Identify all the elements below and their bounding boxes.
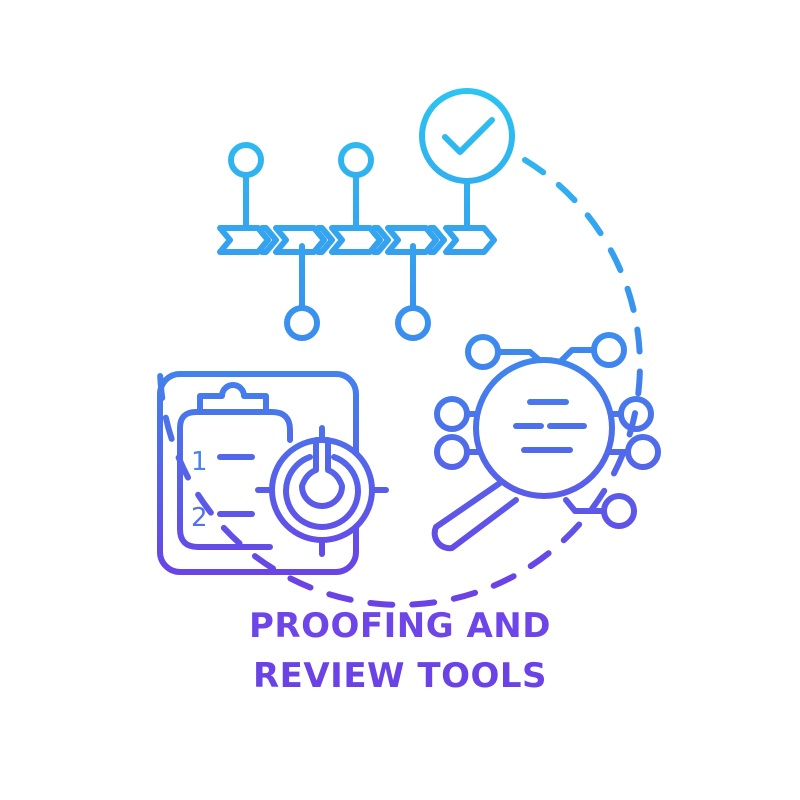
caption-line-1: PROOFING AND	[249, 606, 551, 646]
checklist-number-2: 2	[191, 503, 208, 533]
magnifier-network-icon	[431, 332, 661, 552]
checklist-number-1: 1	[191, 447, 208, 477]
checkmark-badge-icon	[419, 88, 515, 184]
caption-line-2: REVIEW TOOLS	[252, 656, 548, 696]
target-crosshair-icon	[255, 425, 389, 557]
workflow-timeline-icon	[217, 142, 497, 341]
clipboard-checklist-icon	[157, 371, 359, 575]
